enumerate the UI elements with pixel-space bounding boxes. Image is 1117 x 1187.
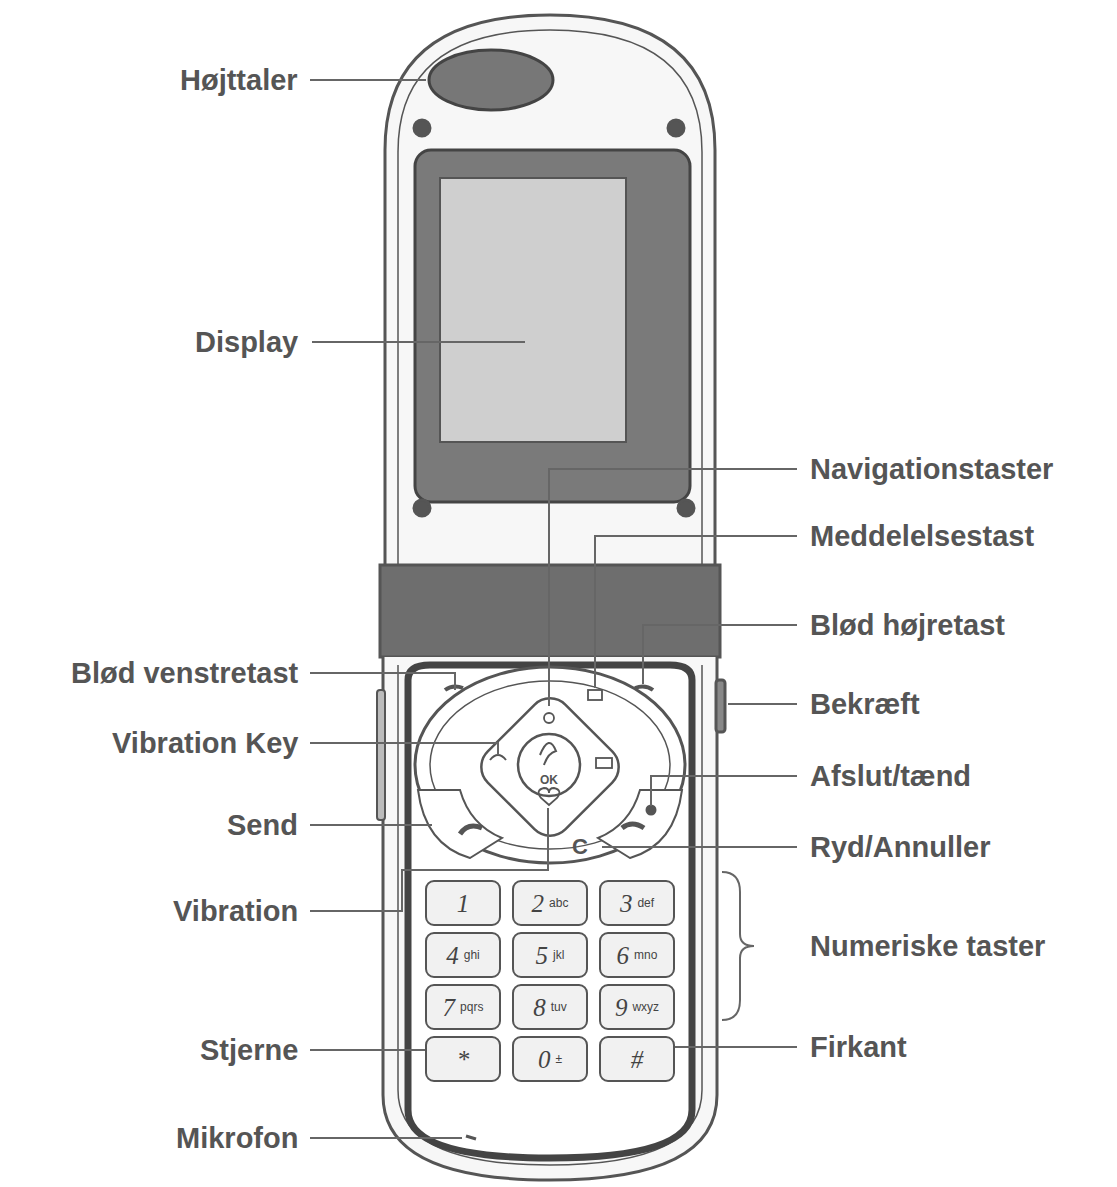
side-rail [377,690,385,820]
bracket [722,872,754,1020]
screw [414,500,430,516]
nav-ring [472,689,628,845]
part-label: Firkant [810,1029,907,1065]
ok-key [518,734,580,796]
part-label: Send [227,807,298,843]
key-digit: 4 [446,943,459,968]
base-housing [383,657,717,1180]
part-label: Numeriske taster [810,928,1045,964]
screw [668,120,684,136]
screw [678,500,694,516]
part-label: Afslut/tænd [810,758,971,794]
numeric-key: 2 abc [512,880,588,926]
leader-line [595,536,797,688]
key-digit: 1 [457,891,470,916]
part-label: Stjerne [200,1032,298,1068]
key-digit: 9 [615,995,628,1020]
key-letters: def [637,897,654,909]
send-icon [460,826,482,834]
key-letters: tuv [551,1001,567,1013]
numeric-key: * [425,1036,501,1082]
leader-line [549,469,797,706]
leader-line [310,1049,440,1051]
numeric-key: 5 jkl [512,932,588,978]
microphone [466,1136,476,1139]
leader-line [312,341,525,343]
soft-right-key [635,686,653,690]
key-digit: 2 [532,891,545,916]
screw [414,120,430,136]
numeric-key: 7 pqrs [425,984,501,1030]
message-key [588,690,602,700]
numeric-key: 4 ghi [425,932,501,978]
leader-line [310,79,426,81]
numeric-key: # [599,1036,675,1082]
part-label: Mikrofon [176,1120,298,1156]
key-digit: # [631,1047,644,1072]
numeric-key: 0± [512,1036,588,1082]
key-label: OK [540,772,558,788]
keypad-surround [408,665,692,1158]
display-frame [415,150,690,502]
message-icon [596,758,612,768]
display [440,178,626,442]
leader-line [643,625,797,684]
key-letters: jkl [553,949,564,961]
vibration-heart-icon [539,788,560,805]
key-letters: mno [634,949,657,961]
part-label: Navigationstaster [810,451,1053,487]
part-label: Vibration [173,893,298,929]
key-digit: 5 [536,943,549,968]
leader-line [310,1137,462,1139]
key-digit: * [457,1047,470,1072]
side-button [716,680,725,732]
leader-line [310,824,432,826]
numeric-key: 6 mno [599,932,675,978]
nav-icon [540,743,556,765]
end-icon [622,824,644,828]
key-digit: 8 [533,995,546,1020]
part-label: Højttaler [180,62,298,98]
leader-line [310,673,455,690]
leader-line [728,703,797,705]
part-label: Meddelelsestast [810,518,1034,554]
leader-line [602,846,797,848]
base-bezel [398,665,702,1165]
numeric-key: 3 def [599,880,675,926]
key-letters: ghi [464,949,480,961]
end-key-dot [647,806,655,814]
leader-line [658,1046,797,1048]
numeric-key: 8 tuv [512,984,588,1030]
key-digit: 6 [617,943,630,968]
key-letters: pqrs [460,1001,483,1013]
key-letters: wxyz [632,1001,659,1013]
key-digit: 7 [443,995,456,1020]
key-letters: abc [549,897,568,909]
key-digit: 3 [620,891,633,916]
part-label: Blød venstretast [71,655,298,691]
leader-line [651,776,797,806]
speaker [429,50,553,110]
numeric-key: 1 [425,880,501,926]
numeric-key: 9 wxyz [599,984,675,1030]
part-label: Blød højretast [810,607,1005,643]
part-label: Bekræft [810,686,920,722]
part-label: Display [195,324,298,360]
key-label: C [572,834,588,860]
nav-up-icon [544,713,554,723]
key-digit: 0 [538,1047,551,1072]
leader-line [310,743,498,755]
part-label: Ryd/Annuller [810,829,990,865]
vibration-key-icon [490,755,506,760]
key-letters: ± [555,1053,562,1065]
part-label: Vibration Key [112,725,298,761]
